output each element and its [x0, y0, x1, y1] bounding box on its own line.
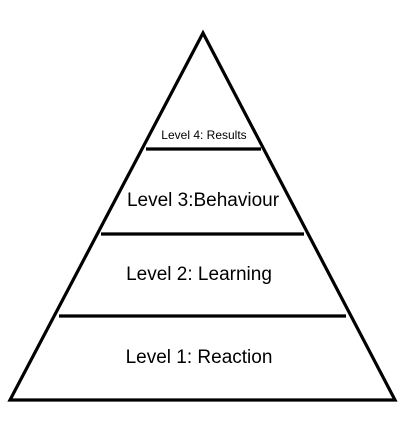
pyramid-outline	[7, 29, 398, 402]
level-1-label: Level 1: Reaction	[126, 347, 273, 368]
level-2-label: Level 2: Learning	[126, 264, 272, 285]
level-3-label: Level 3:Behaviour	[127, 190, 280, 211]
level-4-label: Level 4: Results	[161, 128, 246, 142]
